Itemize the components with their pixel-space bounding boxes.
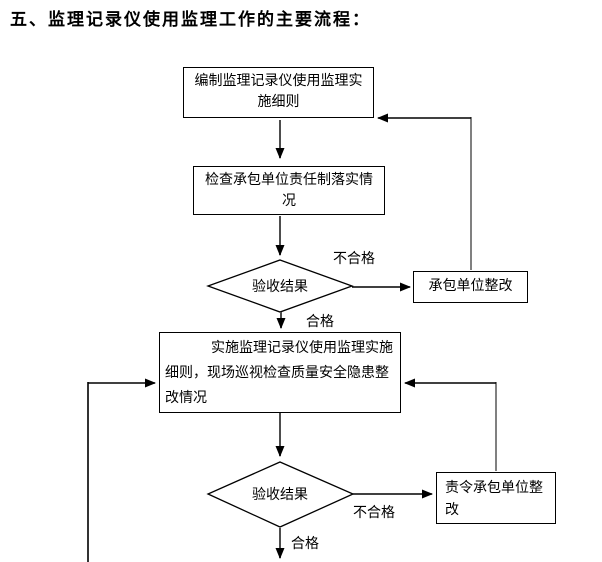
process-box-contractor-rectify: 承包单位整改: [413, 271, 528, 303]
edge-label-pass-2: 合格: [291, 536, 319, 552]
page-title: 五、监理记录仪使用监理工作的主要流程：: [10, 10, 371, 30]
decision1-label: 验收结果: [252, 279, 308, 295]
decision2-diamond: [206, 461, 355, 528]
process-box-check-responsibility: 检查承包单位责任制落实情况: [193, 166, 385, 215]
edge-label-fail-2: 不合格: [353, 505, 395, 521]
process-box-order-contractor-rectify: 责令承包单位整改: [436, 472, 556, 524]
process-box-implement-rules: 实施监理记录仪使用监理实施细则，现场巡视检查质量安全隐患整改情况: [159, 332, 401, 413]
process-box-compile-rules: 编制监理记录仪使用监理实施细则: [183, 67, 374, 118]
edge-label-fail-1: 不合格: [333, 251, 375, 267]
edge-label-pass-1: 合格: [306, 314, 334, 330]
decision2-label: 验收结果: [252, 487, 308, 503]
